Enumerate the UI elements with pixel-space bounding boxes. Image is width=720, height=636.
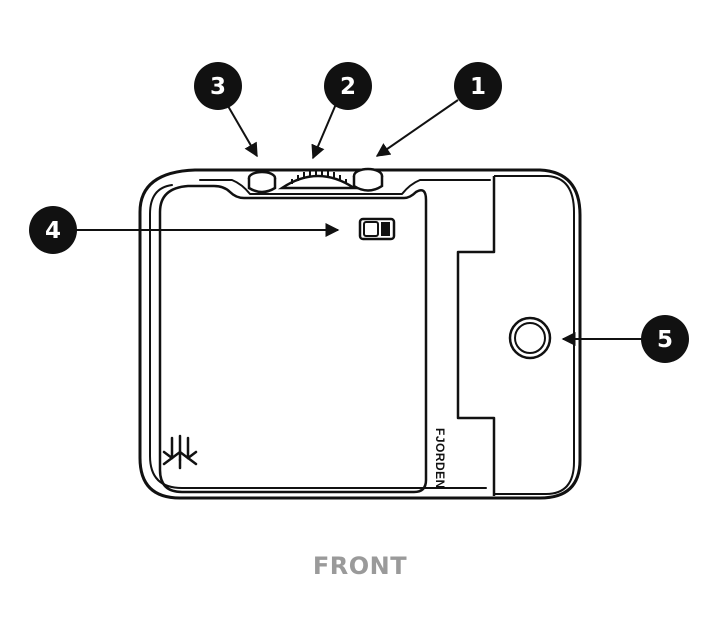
slide-switch[interactable] xyxy=(358,217,396,241)
control-dial[interactable] xyxy=(277,169,359,190)
callout-2-number: 2 xyxy=(340,74,356,100)
right-top-button[interactable] xyxy=(352,167,384,192)
callout-2: 2 xyxy=(324,62,372,110)
leader-lines xyxy=(72,99,642,346)
leader-line-1 xyxy=(375,99,459,157)
leader-line-3 xyxy=(227,105,258,158)
callout-5: 5 xyxy=(641,315,689,363)
grip-panel xyxy=(158,184,428,494)
callout-4: 4 xyxy=(29,206,77,254)
brand-text: FJORDEN xyxy=(433,428,447,489)
fjorden-logo-icon xyxy=(162,434,198,470)
callout-4-number: 4 xyxy=(45,218,61,244)
callout-3-number: 3 xyxy=(210,74,226,100)
callout-5-number: 5 xyxy=(657,327,673,353)
leader-line-2 xyxy=(311,103,337,160)
device-body xyxy=(138,168,582,500)
callout-1-number: 1 xyxy=(470,74,486,100)
callout-1: 1 xyxy=(454,62,502,110)
callout-3: 3 xyxy=(194,62,242,110)
view-label: FRONT xyxy=(312,552,408,580)
shutter-button[interactable] xyxy=(508,316,552,360)
left-top-button[interactable] xyxy=(247,170,277,194)
